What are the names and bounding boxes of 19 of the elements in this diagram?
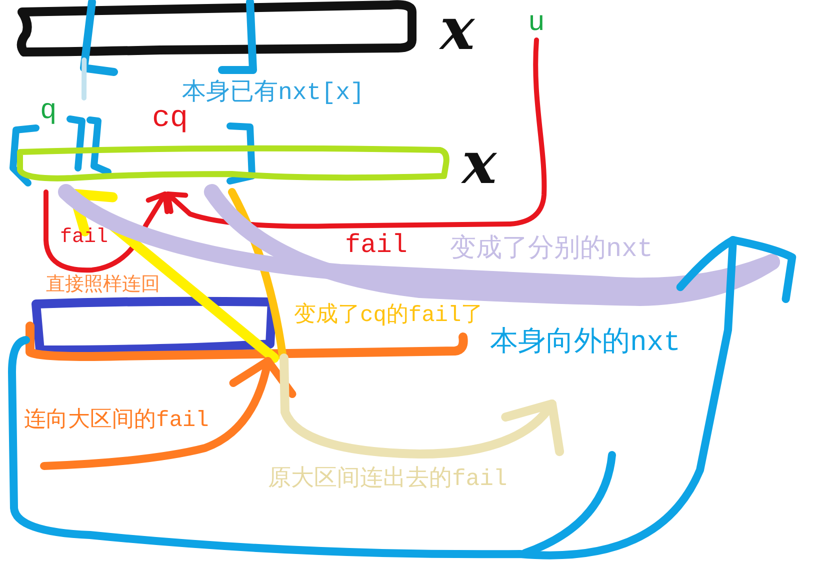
edge-label: fail (60, 228, 108, 248)
edge-label: 变成了cq的fail了 (294, 305, 484, 327)
edge-label: 变成了分别的nxt (450, 236, 653, 262)
connector-line (82, 58, 87, 100)
variable-label: x (440, 0, 475, 58)
edge-label: 原大区间连出去的fail (268, 468, 508, 491)
connector-line (204, 184, 780, 306)
arrow (165, 38, 547, 229)
edge-label: fail (345, 232, 408, 258)
variable-label: cq (152, 104, 188, 134)
variable-label: x (462, 134, 497, 192)
connector-line (228, 188, 287, 362)
arrow (40, 357, 296, 470)
edge-label: 连向大区间的fail (24, 410, 209, 432)
arrow (44, 190, 170, 273)
edge-label: 直接照样连回 (46, 276, 160, 295)
arrow (280, 354, 562, 458)
variable-label: u (528, 10, 545, 38)
variable-label: q (40, 98, 57, 126)
